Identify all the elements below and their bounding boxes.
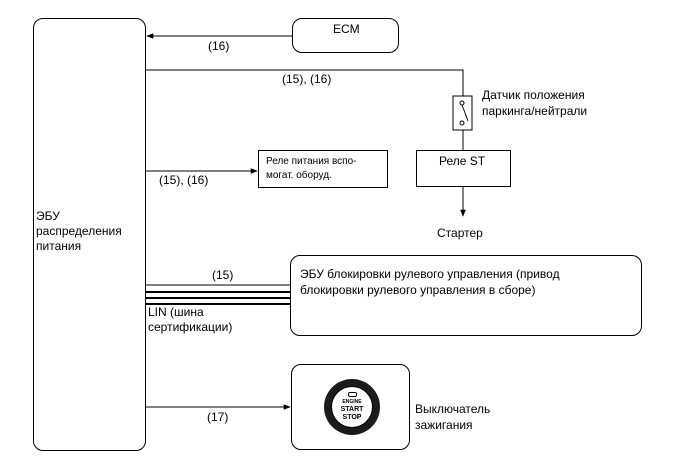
park-sensor-label-line1: Датчик положения bbox=[482, 88, 585, 102]
lin-bus-label-line2: сертификации) bbox=[148, 320, 233, 334]
ecm-box: ECM bbox=[292, 18, 399, 53]
lock-ecu-label-line2: блокировки рулевого управления в сборе) bbox=[300, 283, 536, 297]
aux-power-relay-box: Реле питания вспо- могат. оборуд. bbox=[258, 150, 388, 188]
engine-start-stop-button-icon: ENGINE START STOP bbox=[324, 379, 380, 435]
lock-ecu-label-line1: ЭБУ блокировки рулевого управления (прив… bbox=[300, 267, 560, 281]
main-ecu-label-line3: питания bbox=[36, 239, 82, 253]
lin-bus-label-line1: LIN (шина bbox=[148, 305, 204, 319]
starter-label: Стартер bbox=[437, 226, 483, 240]
main-ecu-label-line1: ЭБУ bbox=[36, 209, 60, 223]
ignition-switch-box: ENGINE START STOP bbox=[291, 364, 410, 450]
st-relay-box: Реле ST bbox=[416, 150, 511, 187]
ignition-switch-label-line1: Выключатель bbox=[415, 402, 491, 416]
button-text-line1: ENGINE bbox=[342, 399, 362, 405]
top-signal-label: (15), (16) bbox=[282, 72, 332, 86]
park-sensor-label-line2: паркинга/нейтрали bbox=[482, 104, 588, 118]
button-text-line2: START bbox=[340, 406, 364, 413]
aux-relay-label-line2: могат. оборуд. bbox=[266, 170, 332, 181]
lock-signal-label: (15) bbox=[212, 268, 234, 282]
st-relay-label: Реле ST bbox=[439, 154, 486, 168]
aux-relay-signal-label: (15), (16) bbox=[159, 173, 209, 187]
steering-lock-ecu-box: ЭБУ блокировки рулевого управления (прив… bbox=[290, 255, 642, 336]
ecm-label: ECM bbox=[333, 22, 360, 36]
button-indicator-led bbox=[348, 392, 357, 397]
aux-relay-label-line1: Реле питания вспо- bbox=[266, 156, 357, 167]
starter-circuit-line bbox=[146, 69, 464, 96]
button-text-line3: STOP bbox=[342, 414, 362, 421]
main-ecu-label-line2: распределения bbox=[36, 224, 122, 238]
ignition-signal-label: (17) bbox=[207, 410, 229, 424]
ignition-switch-label-line2: зажигания bbox=[415, 418, 473, 432]
power-distribution-ecu-box: ЭБУ распределения питания bbox=[33, 18, 146, 451]
ecm-signal-label: (16) bbox=[208, 39, 230, 53]
